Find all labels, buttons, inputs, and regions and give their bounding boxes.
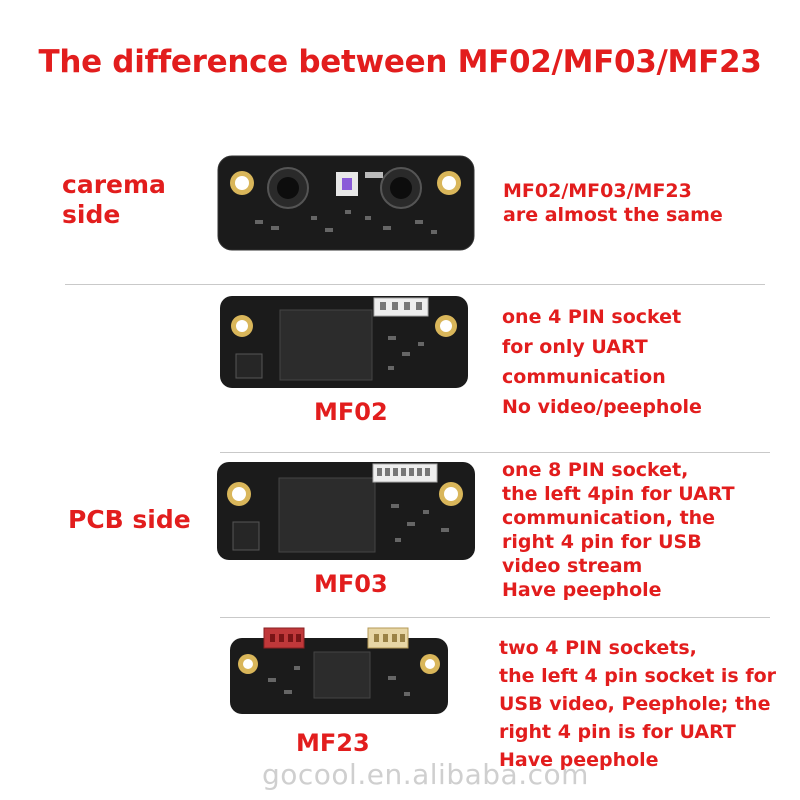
mf03-desc-line: video stream [502, 555, 643, 577]
mf02-desc-line: No video/peephole [502, 396, 702, 418]
camera-side-description: MF02/MF03/MF23 are almost the same [503, 179, 723, 227]
mf02-desc-line: one 4 PIN socket [502, 306, 682, 328]
mf23-desc-line: USB video, Peephole; the [499, 693, 771, 715]
mf03-desc-line: one 8 PIN socket, [502, 459, 689, 481]
mf03-desc-line: Have peephole [502, 579, 662, 601]
mf03-description: one 8 PIN socket, the left 4pin for UART… [502, 458, 735, 602]
mf03-board-photo [217, 462, 475, 560]
mf23-desc-line: right 4 pin is for UART [499, 721, 736, 743]
mf03-desc-line: communication, the [502, 507, 716, 529]
camera-desc-line1: MF02/MF03/MF23 [503, 180, 692, 202]
divider-camera-pcb [65, 284, 765, 285]
mf02-label: MF02 [314, 398, 388, 426]
mf03-desc-line: right 4 pin for USB [502, 531, 702, 553]
mf23-label: MF23 [296, 729, 370, 757]
mf03-desc-line: the left 4pin for UART [502, 483, 735, 505]
mf23-desc-line: the left 4 pin socket is for [499, 665, 777, 687]
mf02-board-photo [220, 296, 468, 388]
watermark: gocool.en.alibaba.com [262, 758, 589, 791]
mf02-desc-line: communication [502, 366, 666, 388]
mf23-desc-line: Have peephole [499, 749, 659, 771]
divider-mf03-mf23 [220, 617, 770, 618]
camera-side-label: carema side [62, 170, 166, 230]
divider-mf02-mf03 [220, 452, 770, 453]
mf03-label: MF03 [314, 570, 388, 598]
mf02-description: one 4 PIN socket for only UART communica… [502, 302, 702, 422]
camera-desc-line2: are almost the same [503, 204, 723, 226]
camera-side-board-photo [217, 155, 475, 251]
mf23-desc-line: two 4 PIN sockets, [499, 637, 697, 659]
camera-side-label-line1: carema [62, 170, 166, 199]
mf23-description: two 4 PIN sockets, the left 4 pin socket… [499, 634, 776, 774]
mf23-board-photo [230, 627, 448, 714]
mf02-desc-line: for only UART [502, 336, 648, 358]
pcb-side-label: PCB side [68, 505, 191, 534]
page-title: The difference between MF02/MF03/MF23 [38, 44, 762, 80]
camera-side-label-line2: side [62, 200, 121, 229]
